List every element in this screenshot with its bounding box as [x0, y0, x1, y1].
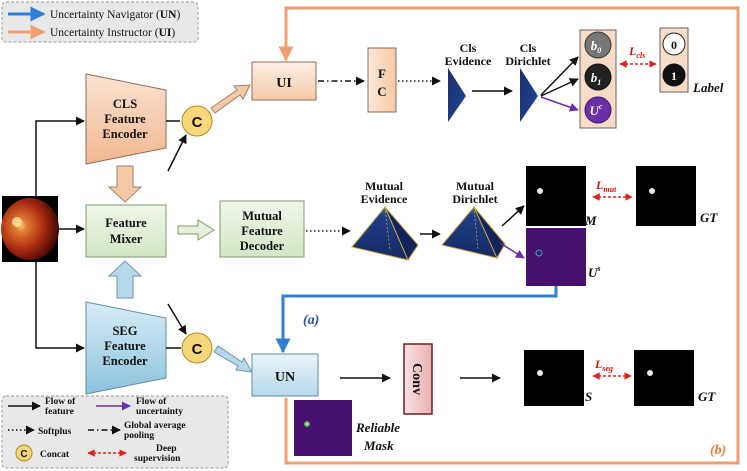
s-map: S — [524, 350, 592, 406]
svg-text:SEG: SEG — [112, 324, 137, 338]
svg-text:Mask: Mask — [363, 438, 394, 453]
instructor-legend-label: Uncertainty Instructor (UI) — [50, 27, 175, 39]
b1-label: b1 — [591, 70, 602, 87]
svg-text:Conv: Conv — [409, 363, 424, 395]
svg-text:Dirichlet: Dirichlet — [452, 192, 497, 206]
svg-text:C: C — [377, 84, 386, 99]
cls-feature-encoder: CLS Feature Encoder — [85, 73, 167, 165]
svg-text:Feature: Feature — [105, 216, 147, 230]
mixer-to-concat-top — [167, 134, 187, 172]
fc-block: F C — [367, 47, 397, 113]
feature-mixer: Feature Mixer — [85, 204, 167, 258]
svg-text:Evidence: Evidence — [445, 54, 492, 68]
gt-map-bottom: GT — [634, 350, 716, 406]
svg-text:Cls: Cls — [460, 41, 477, 55]
seg-feature-encoder: SEG Feature Encoder — [85, 301, 167, 395]
svg-text:Global average: Global average — [124, 421, 185, 431]
svg-text:Flow of: Flow of — [45, 397, 76, 407]
svg-text:Dirichlet: Dirichlet — [505, 54, 550, 68]
dirichlet-to-m — [501, 205, 525, 227]
cls-dirichlet: Cls Dirichlet — [505, 41, 551, 122]
mutual-feature-decoder: Mutual Feature Decoder — [219, 200, 305, 258]
navigator-legend-label: Uncertainty Navigator (UN) — [50, 9, 180, 21]
dirichlet-to-b1 — [540, 78, 579, 97]
concat-circle-bottom: C — [181, 332, 213, 364]
concat-to-un-arrow — [213, 345, 253, 373]
reliable-mask: Reliable Mask — [294, 400, 400, 456]
svg-text:Softplus: Softplus — [38, 427, 72, 437]
svg-text:Reliable: Reliable — [355, 420, 400, 435]
mutual-evidence: Mutual Evidence — [351, 179, 419, 262]
svg-text:Feature: Feature — [104, 112, 146, 126]
svg-text:uncertainty: uncertainty — [136, 407, 183, 417]
svg-text:UI: UI — [276, 76, 292, 91]
svg-text:1: 1 — [671, 69, 677, 83]
svg-text:GT: GT — [700, 210, 718, 225]
svg-text:CLS: CLS — [113, 97, 137, 111]
concat-circle-top: C — [166, 105, 213, 137]
svg-text:F: F — [378, 66, 386, 81]
svg-text:pooling: pooling — [124, 431, 154, 441]
svg-text:M: M — [584, 213, 597, 228]
svg-text:Encoder: Encoder — [102, 127, 148, 141]
svg-text:supervision: supervision — [134, 454, 181, 464]
svg-text:Flow of: Flow of — [136, 397, 167, 407]
gt-map-top: GT — [636, 166, 718, 226]
svg-text:Encoder: Encoder — [102, 354, 148, 368]
lseg-label: Lseg — [594, 357, 613, 373]
svg-text:Cls: Cls — [520, 41, 537, 55]
label-text: Label — [692, 80, 724, 95]
svg-text:UN: UN — [275, 370, 295, 385]
svg-text:Concat: Concat — [40, 450, 70, 460]
cls-output-stack: b0 b1 Uc — [579, 29, 617, 129]
svg-text:feature: feature — [45, 407, 74, 417]
svg-text:Mutual: Mutual — [456, 179, 495, 193]
mutual-dirichlet: Mutual Dirichlet — [441, 179, 506, 260]
svg-text:C: C — [20, 449, 27, 460]
conv-block: Conv — [403, 343, 433, 415]
m-map: M — [526, 166, 597, 228]
svg-text:GT: GT — [698, 389, 716, 404]
lmut-label: Lmut — [595, 178, 617, 194]
legend-bottom: Flow of feature Flow of uncertainty Soft… — [1, 395, 229, 469]
svg-text:Deep: Deep — [156, 444, 177, 454]
concat-to-ui-arrow — [210, 84, 251, 114]
part-b-label: (b) — [710, 443, 726, 458]
dirichlet-to-b0 — [540, 56, 579, 96]
part-a-label: (a) — [303, 313, 319, 328]
uc-label: Uc — [590, 102, 603, 118]
cls-evidence: Cls Evidence — [445, 41, 492, 122]
svg-text:S: S — [585, 389, 592, 404]
us-map: Us — [526, 228, 601, 286]
svg-text:C: C — [192, 114, 203, 131]
svg-text:Feature: Feature — [104, 339, 146, 353]
input-branch-lines — [35, 116, 85, 353]
fundus-image — [1, 196, 59, 262]
svg-text:Mixer: Mixer — [110, 232, 143, 246]
mixer-to-concat-bottom — [167, 303, 187, 335]
svg-text:Mutual: Mutual — [365, 179, 404, 193]
dirichlet-to-us — [499, 242, 525, 259]
lcls-label: Lcls — [628, 44, 645, 60]
dirichlet-to-uc — [540, 96, 579, 112]
legend-top: Uncertainty Navigator (UN) Uncertainty I… — [1, 1, 199, 43]
un-block: UN — [251, 353, 319, 397]
svg-text:Feature: Feature — [241, 224, 283, 238]
svg-text:Evidence: Evidence — [361, 192, 408, 206]
us-label: Us — [588, 264, 601, 280]
blue-navigator-path — [275, 284, 558, 354]
ui-block: UI — [251, 61, 317, 101]
encoder-mixer-arrows — [107, 165, 143, 299]
svg-text:Decoder: Decoder — [240, 239, 285, 253]
svg-text:Mutual: Mutual — [242, 209, 282, 223]
b0-label: b0 — [591, 38, 602, 55]
svg-text:0: 0 — [671, 38, 677, 52]
svg-text:C: C — [192, 341, 203, 358]
mixer-decoder-arrow — [177, 219, 215, 241]
label-box: 0 1 Label — [659, 27, 724, 95]
